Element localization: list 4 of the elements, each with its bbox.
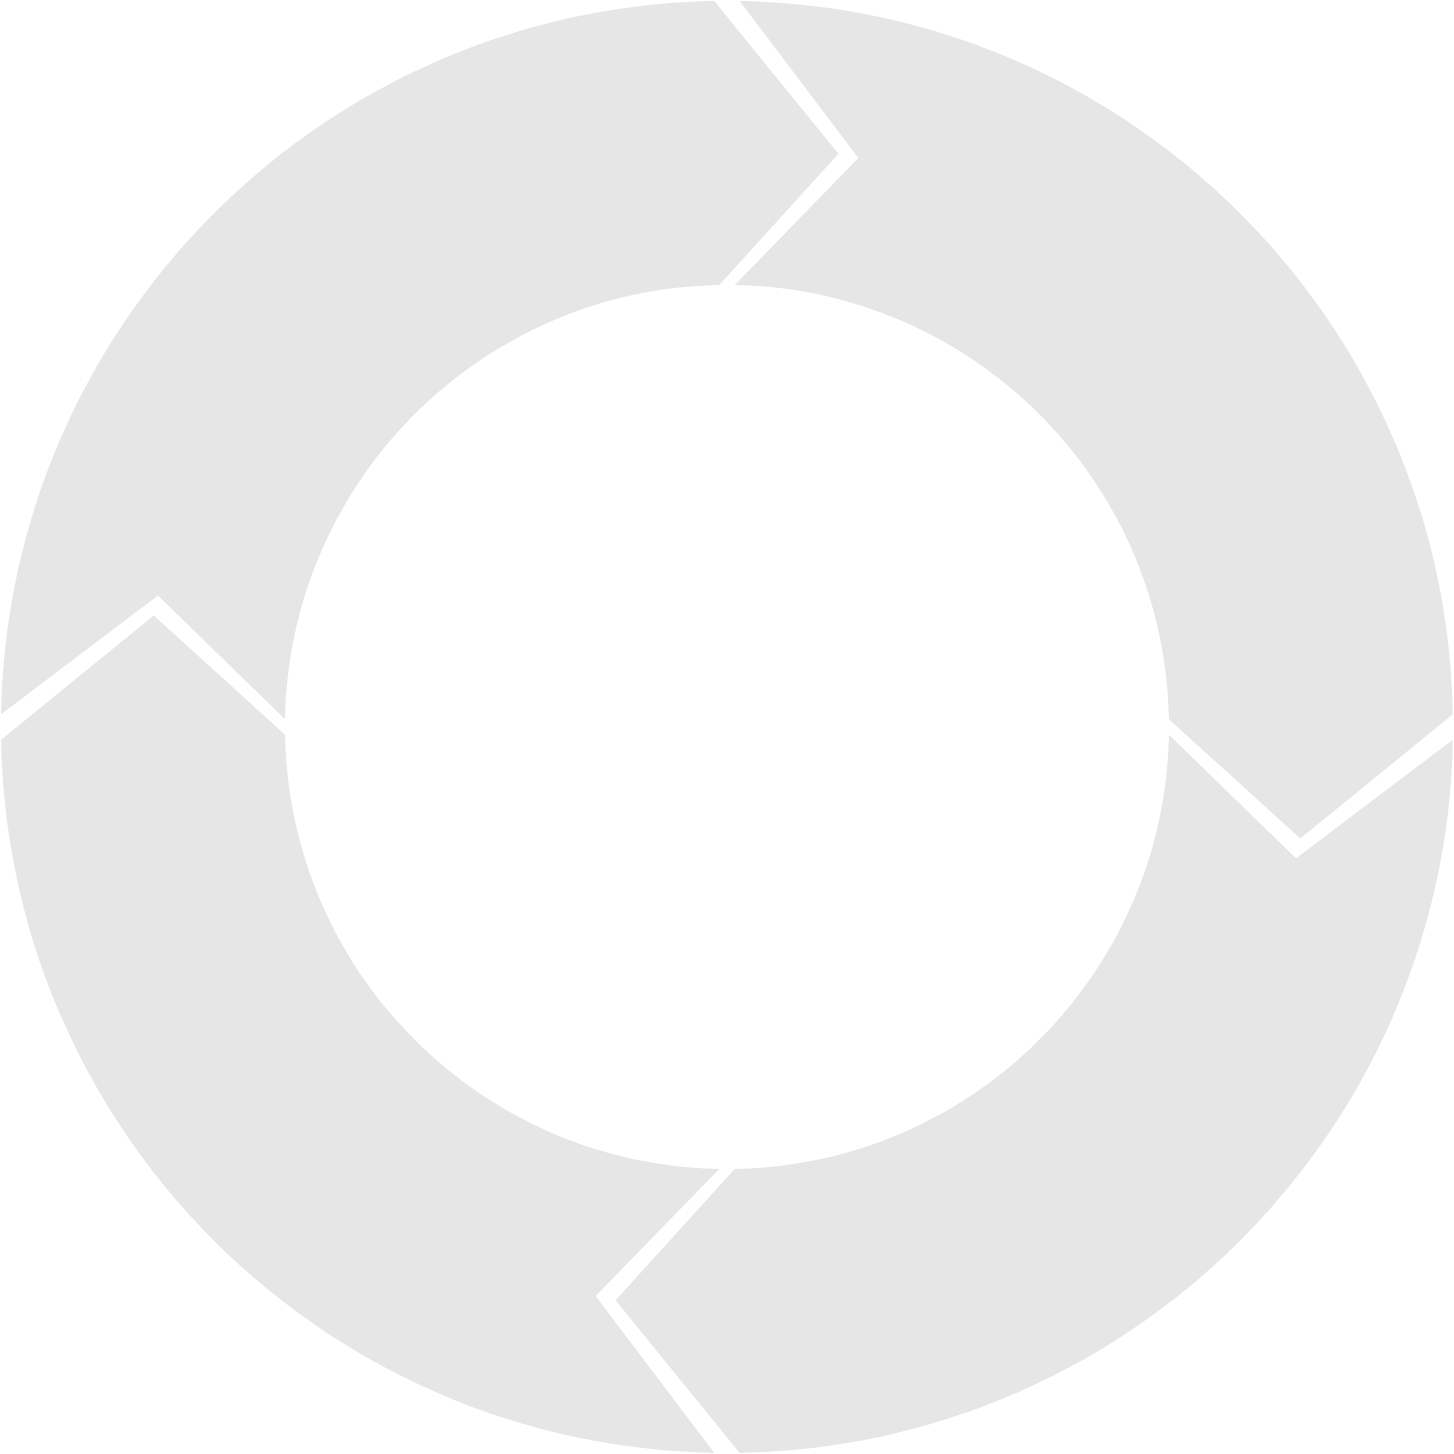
arrow-segment	[1, 615, 720, 1453]
arrow-segment	[615, 734, 1453, 1453]
arrow-segment	[734, 1, 1453, 839]
arrow-segment	[1, 1, 839, 720]
